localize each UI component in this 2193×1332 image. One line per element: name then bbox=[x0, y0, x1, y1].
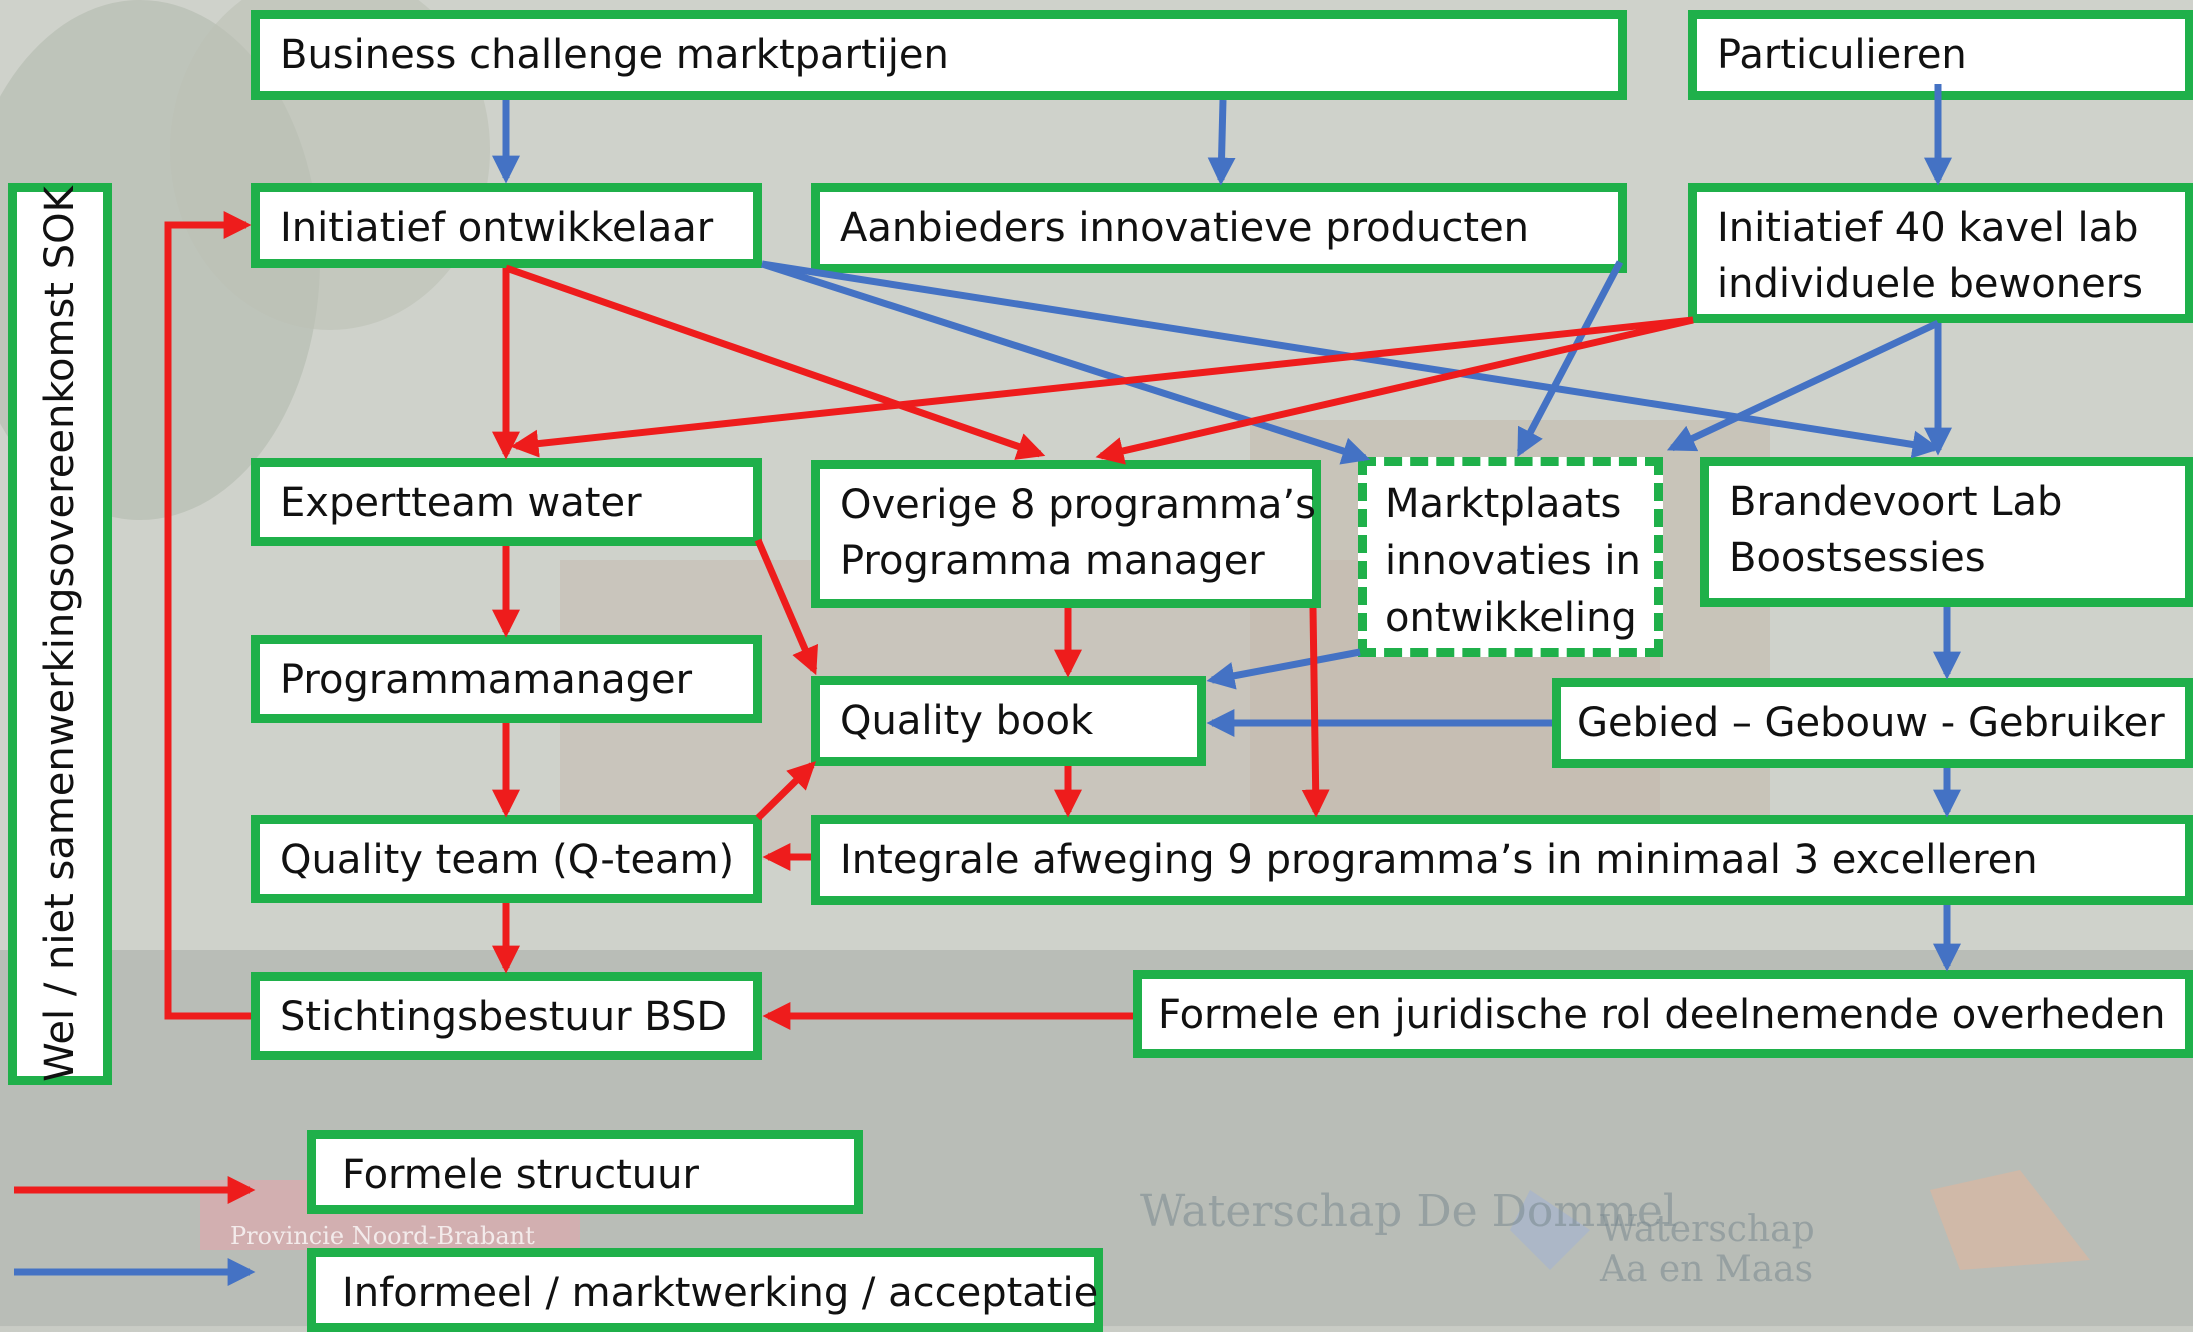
aanbieders-box: Aanbieders innovatieve producten bbox=[811, 183, 1627, 273]
marktplaats-label-3: ontwikkeling bbox=[1385, 595, 1637, 641]
brandevoort-lab-label-2: Boostsessies bbox=[1729, 535, 1986, 581]
initiatief-ontwikkelaar-label: Initiatief ontwikkelaar bbox=[280, 205, 714, 251]
kavel-lab-box: Initiatief 40 kavel lab individuele bewo… bbox=[1688, 183, 2193, 323]
waterschap-aa-maas-logo: Waterschap Aa en Maas bbox=[1600, 1209, 1815, 1290]
business-challenge-label: Business challenge marktpartijen bbox=[280, 32, 949, 78]
initiatief-ontwikkelaar-box: Initiatief ontwikkelaar bbox=[251, 183, 762, 268]
integrale-afweging-box: Integrale afweging 9 programma’s in mini… bbox=[811, 815, 2193, 905]
marktplaats-label-2: innovaties in bbox=[1385, 538, 1641, 584]
formele-rol-label: Formele en juridische rol deelnemende ov… bbox=[1158, 992, 2166, 1038]
kavel-lab-label-1: Initiatief 40 kavel lab bbox=[1717, 205, 2139, 251]
aanbieders-label: Aanbieders innovatieve producten bbox=[840, 205, 1530, 251]
legend-informal-box: Informeel / marktwerking / acceptatie bbox=[307, 1248, 1103, 1332]
sok-label: Wel / niet samenwerkingsovereenkomst SOK bbox=[37, 186, 83, 1082]
overige-programmas-label-2: Programma manager bbox=[840, 538, 1265, 584]
quality-team-label: Quality team (Q-team) bbox=[280, 837, 735, 883]
sok-vertical-box: Wel / niet samenwerkingsovereenkomst SOK bbox=[8, 183, 112, 1085]
quality-team-box: Quality team (Q-team) bbox=[251, 815, 762, 903]
formele-rol-box: Formele en juridische rol deelnemende ov… bbox=[1133, 970, 2193, 1058]
waterschap-dommel-logo: Waterschap De Dommel bbox=[1140, 1186, 1677, 1237]
brandevoort-lab-label-1: Brandevoort Lab bbox=[1729, 479, 2063, 525]
gebied-gebouw-gebruiker-box: Gebied – Gebouw - Gebruiker bbox=[1552, 678, 2193, 768]
provincie-logo: Provincie Noord-Brabant bbox=[230, 1222, 535, 1250]
kavel-lab-label-2: individuele bewoners bbox=[1717, 261, 2143, 307]
stichtingsbestuur-box: Stichtingsbestuur BSD bbox=[251, 972, 762, 1060]
particulieren-label: Particulieren bbox=[1717, 32, 1967, 78]
quality-book-box: Quality book bbox=[811, 676, 1206, 766]
business-challenge-box: Business challenge marktpartijen bbox=[251, 10, 1627, 100]
programmamanager-label: Programmamanager bbox=[280, 657, 693, 703]
gebied-gebouw-gebruiker-label: Gebied – Gebouw - Gebruiker bbox=[1577, 700, 2165, 746]
legend-informal-label: Informeel / marktwerking / acceptatie bbox=[342, 1270, 1099, 1316]
legend-formal-box: Formele structuur bbox=[307, 1130, 863, 1214]
overige-programmas-box: Overige 8 programma’s Programma manager bbox=[811, 460, 1321, 608]
stichtingsbestuur-label: Stichtingsbestuur BSD bbox=[280, 994, 728, 1040]
expertteam-water-label: Expertteam water bbox=[280, 480, 642, 526]
programmamanager-box: Programmamanager bbox=[251, 635, 762, 723]
expertteam-water-box: Expertteam water bbox=[251, 458, 762, 546]
overige-programmas-label-1: Overige 8 programma’s bbox=[840, 482, 1316, 528]
integrale-afweging-label: Integrale afweging 9 programma’s in mini… bbox=[840, 837, 2038, 883]
brandevoort-lab-box: Brandevoort Lab Boostsessies bbox=[1700, 457, 2193, 607]
particulieren-box: Particulieren bbox=[1688, 10, 2193, 100]
legend-formal-label: Formele structuur bbox=[342, 1152, 699, 1198]
marktplaats-box: Marktplaats innovaties in ontwikkeling bbox=[1358, 457, 1663, 657]
quality-book-label: Quality book bbox=[840, 698, 1094, 744]
marktplaats-label-1: Marktplaats bbox=[1385, 481, 1622, 527]
